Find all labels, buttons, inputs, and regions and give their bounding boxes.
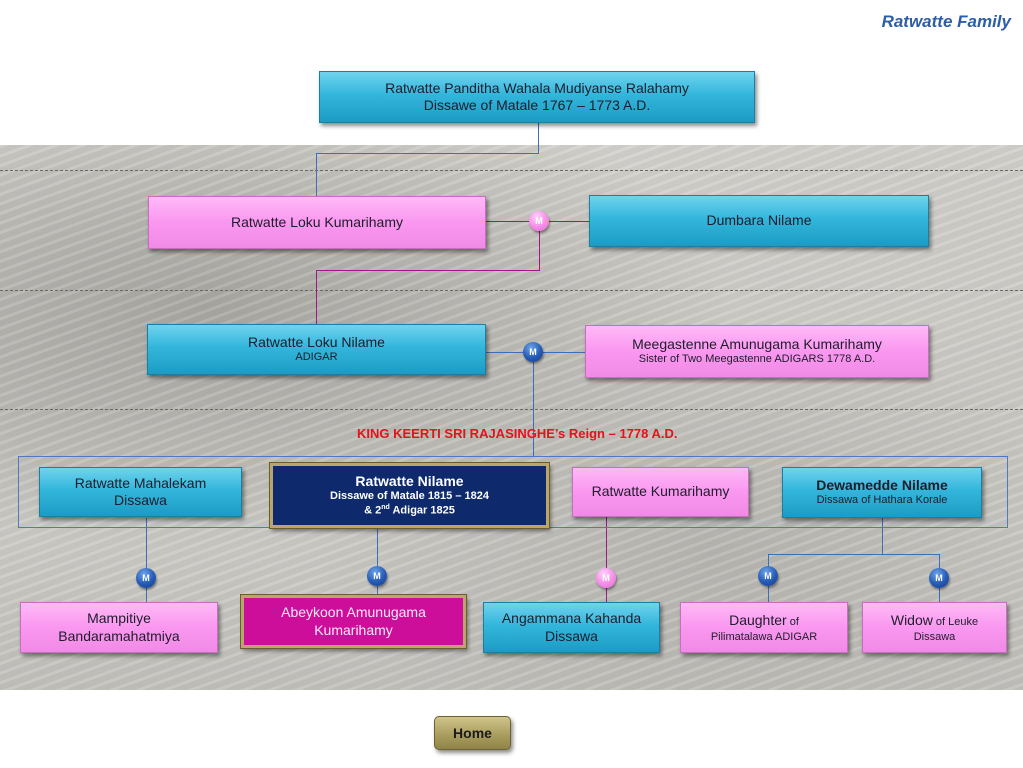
node-name: Ratwatte Nilame bbox=[355, 472, 464, 489]
node-founder[interactable]: Ratwatte Panditha Wahala Mudiyanse Ralah… bbox=[319, 71, 755, 123]
marriage-badge: M bbox=[929, 568, 949, 588]
detail-text: & 2 bbox=[364, 504, 382, 517]
detail-text: Adigar 1825 bbox=[389, 504, 455, 517]
node-name: Mampitiye bbox=[87, 610, 151, 626]
node-name: Angammana Kahanda bbox=[501, 610, 642, 626]
generation-divider bbox=[0, 409, 1023, 410]
node-loku-kumarihamy[interactable]: Ratwatte Loku Kumarihamy bbox=[148, 196, 486, 249]
node-name-row: Widow of Leuke bbox=[891, 611, 978, 631]
node-angammana[interactable]: Angammana Kahanda Dissawa bbox=[483, 602, 660, 653]
marriage-badge: M bbox=[758, 566, 778, 586]
marriage-badge: M bbox=[529, 211, 549, 231]
node-name-row: Daughter of bbox=[729, 611, 799, 631]
node-mahalekam[interactable]: Ratwatte Mahalekam Dissawa bbox=[39, 467, 242, 517]
node-detail: ADIGAR bbox=[295, 351, 338, 364]
marriage-badge: M bbox=[596, 568, 616, 588]
connector-line bbox=[316, 153, 539, 154]
node-ratwatte-nilame[interactable]: Ratwatte Nilame Dissawe of Matale 1815 –… bbox=[269, 462, 550, 529]
marriage-badge: M bbox=[523, 342, 543, 362]
node-detail: Dissawa bbox=[545, 627, 598, 644]
node-name-suffix: of bbox=[786, 615, 799, 628]
node-detail-2: & 2nd Adigar 1825 bbox=[364, 504, 455, 518]
connector-line bbox=[606, 516, 607, 602]
node-detail: Sister of Two Meegastenne ADIGARS 1778 A… bbox=[638, 353, 876, 366]
node-meegastenne[interactable]: Meegastenne Amunugama Kumarihamy Sister … bbox=[585, 325, 929, 378]
node-loku-nilame[interactable]: Ratwatte Loku Nilame ADIGAR bbox=[147, 324, 486, 375]
connector-line bbox=[538, 122, 539, 154]
node-dewamedde[interactable]: Dewamedde Nilame Dissawa of Hathara Kora… bbox=[782, 467, 982, 518]
node-name: Daughter bbox=[729, 611, 787, 628]
marriage-badge: M bbox=[367, 566, 387, 586]
connector-line bbox=[533, 352, 534, 456]
connector-line bbox=[768, 554, 939, 555]
node-name: Ratwatte Loku Nilame bbox=[248, 333, 385, 350]
node-name: Abeykoon Amunugama bbox=[281, 604, 426, 620]
node-name: Ratwatte Loku Kumarihamy bbox=[231, 213, 403, 230]
generation-divider bbox=[0, 290, 1023, 291]
node-abeykoon[interactable]: Abeykoon Amunugama Kumarihamy bbox=[240, 594, 467, 649]
home-button[interactable]: Home bbox=[434, 716, 511, 750]
node-dumbara-nilame[interactable]: Dumbara Nilame bbox=[589, 195, 929, 247]
node-detail: Dissawa of Hathara Korale bbox=[816, 494, 948, 507]
node-name: Meegastenne Amunugama Kumarihamy bbox=[632, 335, 882, 352]
node-ratwatte-kumarihamy[interactable]: Ratwatte Kumarihamy bbox=[572, 467, 749, 517]
generation-divider bbox=[0, 170, 1023, 171]
node-leuke-widow[interactable]: Widow of Leuke Dissawa bbox=[862, 602, 1007, 653]
connector-line bbox=[377, 528, 378, 596]
connector-line bbox=[316, 270, 317, 324]
node-pilimatalawa-daughter[interactable]: Daughter of Pilimatalawa ADIGAR bbox=[680, 602, 848, 653]
node-name: Widow bbox=[890, 611, 933, 628]
node-detail: Dissawe of Matale 1767 – 1773 A.D. bbox=[423, 97, 651, 113]
node-detail: Dissawe of Matale 1815 – 1824 bbox=[330, 490, 489, 503]
node-detail: Dissawa bbox=[114, 492, 167, 508]
connector-line bbox=[539, 221, 540, 271]
page-title: Ratwatte Family bbox=[881, 12, 1011, 31]
connector-line bbox=[146, 518, 147, 602]
node-name: Ratwatte Panditha Wahala Mudiyanse Ralah… bbox=[385, 79, 689, 96]
reign-label: KING KEERTI SRI RAJASINGHE’s Reign – 177… bbox=[357, 426, 678, 441]
node-detail: Kumarihamy bbox=[314, 621, 393, 638]
connector-line bbox=[316, 153, 317, 196]
node-name: Dewamedde Nilame bbox=[816, 476, 948, 493]
connector-line bbox=[316, 270, 540, 271]
detail-superscript: nd bbox=[381, 503, 390, 511]
node-name: Ratwatte Kumarihamy bbox=[591, 483, 730, 500]
connector-line bbox=[882, 518, 883, 554]
marriage-badge: M bbox=[136, 568, 156, 588]
node-name: Ratwatte Mahalekam bbox=[74, 474, 207, 491]
node-detail: Dissawa bbox=[913, 630, 956, 643]
node-name: Dumbara Nilame bbox=[706, 212, 812, 229]
node-detail: Bandaramahatmiya bbox=[58, 627, 180, 644]
node-mampitiye[interactable]: Mampitiye Bandaramahatmiya bbox=[20, 602, 218, 653]
node-name-suffix: of Leuke bbox=[932, 615, 979, 628]
node-detail: Pilimatalawa ADIGAR bbox=[710, 630, 818, 643]
